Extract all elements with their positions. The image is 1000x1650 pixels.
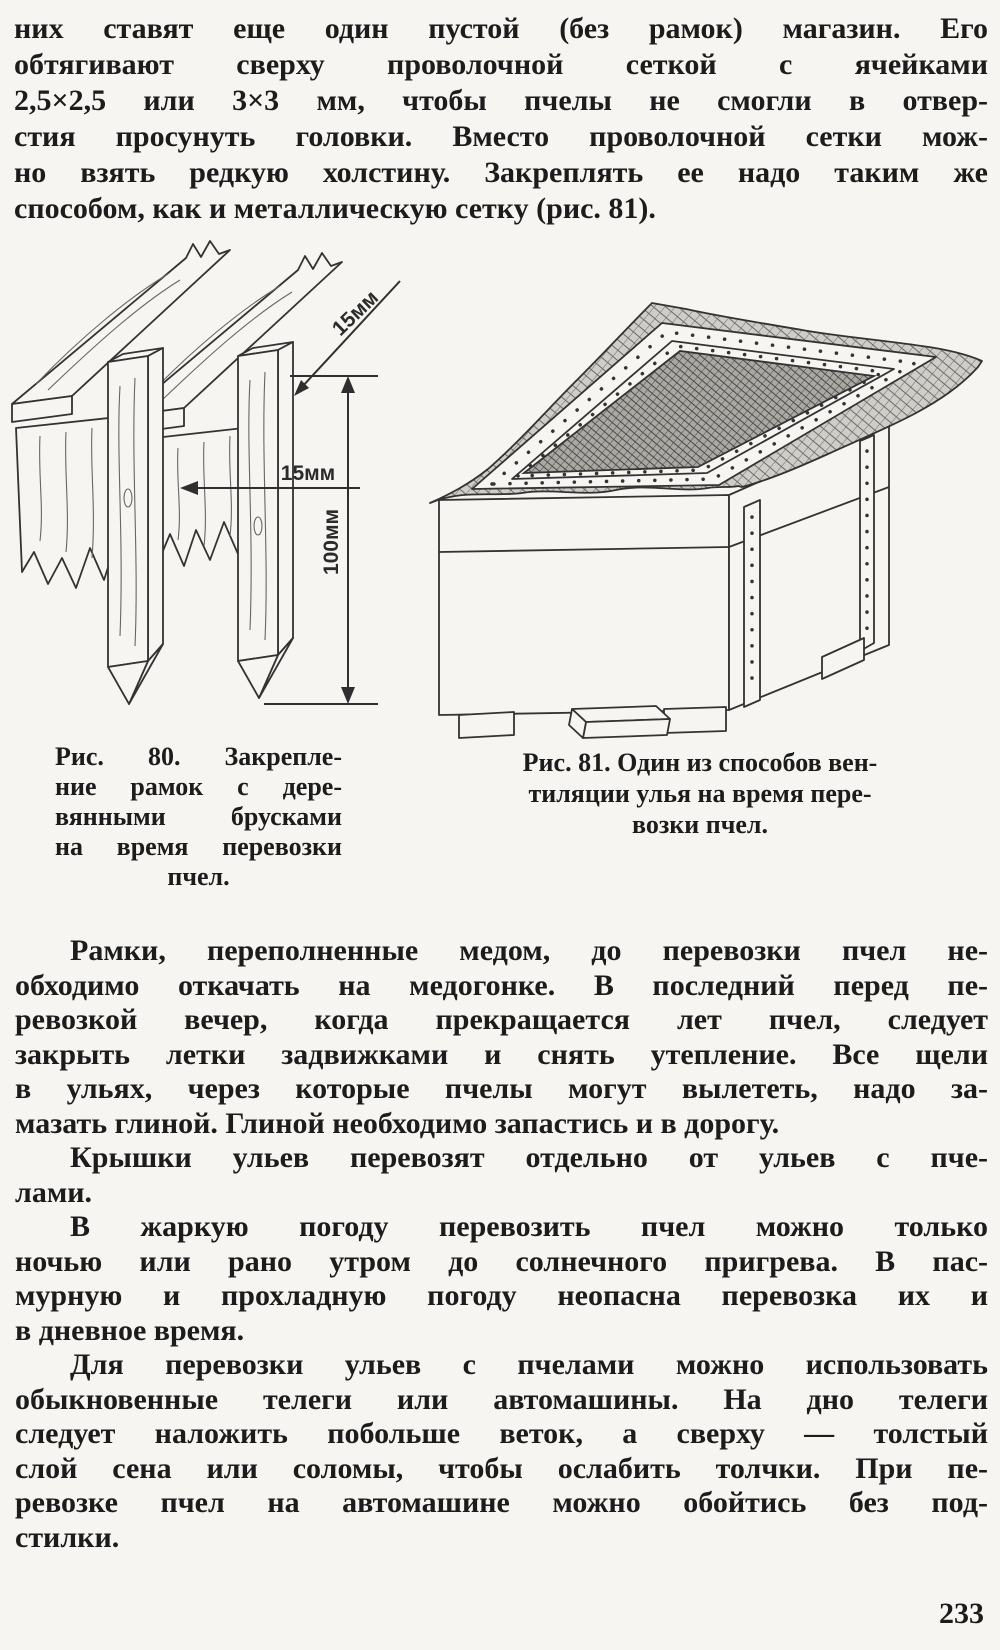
text-line: Крышки ульев перевозят отдельно от ульев… [70,1141,988,1174]
caption-line: вянными брусками [55,802,342,831]
caption-line: на время перевозки [55,832,342,861]
text-line: мурную и прохладную погоду неопасна пере… [15,1279,988,1312]
text-line: следует наложить побольше веток, а сверх… [15,1417,988,1450]
figure-80-drawing: 15мм 15мм 100мм [8,236,408,741]
dimension-label-15mm-diagonal: 15мм [328,286,383,340]
text-line: стилки. [15,1520,120,1554]
body-text: Рамки, переполненные медом, до перевозки… [15,934,988,1555]
text-line: них ставят еще один пустой (без рамок) м… [14,12,988,45]
text-line: обтягивают сверху проволочной сеткой с я… [14,48,988,81]
caption-line: Рис. 81. Один из способов вен- [522,748,878,777]
text-line: Для перевозки ульев с пчелами можно испо… [70,1348,988,1381]
text-line: закрыть летки задвижками и снять утеплен… [15,1037,988,1071]
caption-line: возки пчел. [631,810,769,839]
page-number: 233 [939,1597,984,1630]
text-line: способом, как и металлическую сетку (рис… [14,192,656,225]
dimension-label-15mm-horizontal: 15мм [281,462,335,485]
hive-box-illustration [429,302,983,739]
text-line: ночью или рано утром до солнечного пригр… [15,1244,988,1278]
text-line: стия просунуть головки. Вместо проволочн… [14,120,988,153]
text-line: лами. [15,1175,93,1209]
paragraph: Для перевозки ульев с пчелами можно испо… [15,1348,988,1555]
paragraph: Крышки ульев перевозят отдельно от ульев… [15,1141,988,1210]
paragraph: Рамки, переполненные медом, до перевозки… [15,934,988,1141]
caption-line: ние рамок с дере- [55,772,342,801]
text-line: обыкновенные телеги или автомашины. На д… [15,1382,988,1416]
top-paragraph: них ставят еще один пустой (без рамок) м… [14,11,988,227]
caption-line: Рис. 80. Закрепле- [55,742,342,771]
caption-line: тиляции улья на время пере- [528,779,872,808]
paragraph: В жаркую погоду перевозить пчел можно то… [15,1210,988,1348]
text-line: но взять редкую холстину. Закреплять ее … [14,156,988,189]
text-line: 2,5×2,5 или 3×3 мм, чтобы пчелы не смогл… [14,84,988,117]
figure-81-caption: Рис. 81. Один из способов вен- тиляции у… [480,747,920,840]
figure-80-caption: Рис. 80. Закрепле- ние рамок с дере- вян… [55,742,342,892]
text-line: Рамки, переполненные медом, до перевозки… [70,934,988,967]
text-line: обходимо откачать на медогонке. В послед… [15,968,988,1002]
figure-81-drawing [424,245,1000,740]
dimension-label-100mm-vertical: 100мм [320,509,343,575]
text-line: в ульях, через которые пчелы могут вылет… [15,1072,988,1105]
text-line: ревозке пчел на автомашине можно обойтис… [15,1486,988,1519]
wooden-bars-illustration: 15мм 15мм 100мм [11,240,401,705]
text-line: в дневное время. [15,1313,245,1347]
text-line: ревозкой вечер, когда прекращается лет п… [15,1003,988,1036]
text-line: В жаркую погоду перевозить пчел можно то… [70,1210,988,1243]
text-line: мазать глиной. Глиной необходимо запасти… [15,1106,780,1140]
text-line: слой сена или соломы, чтобы ослабить тол… [15,1451,988,1485]
caption-line: пчел. [167,862,230,891]
